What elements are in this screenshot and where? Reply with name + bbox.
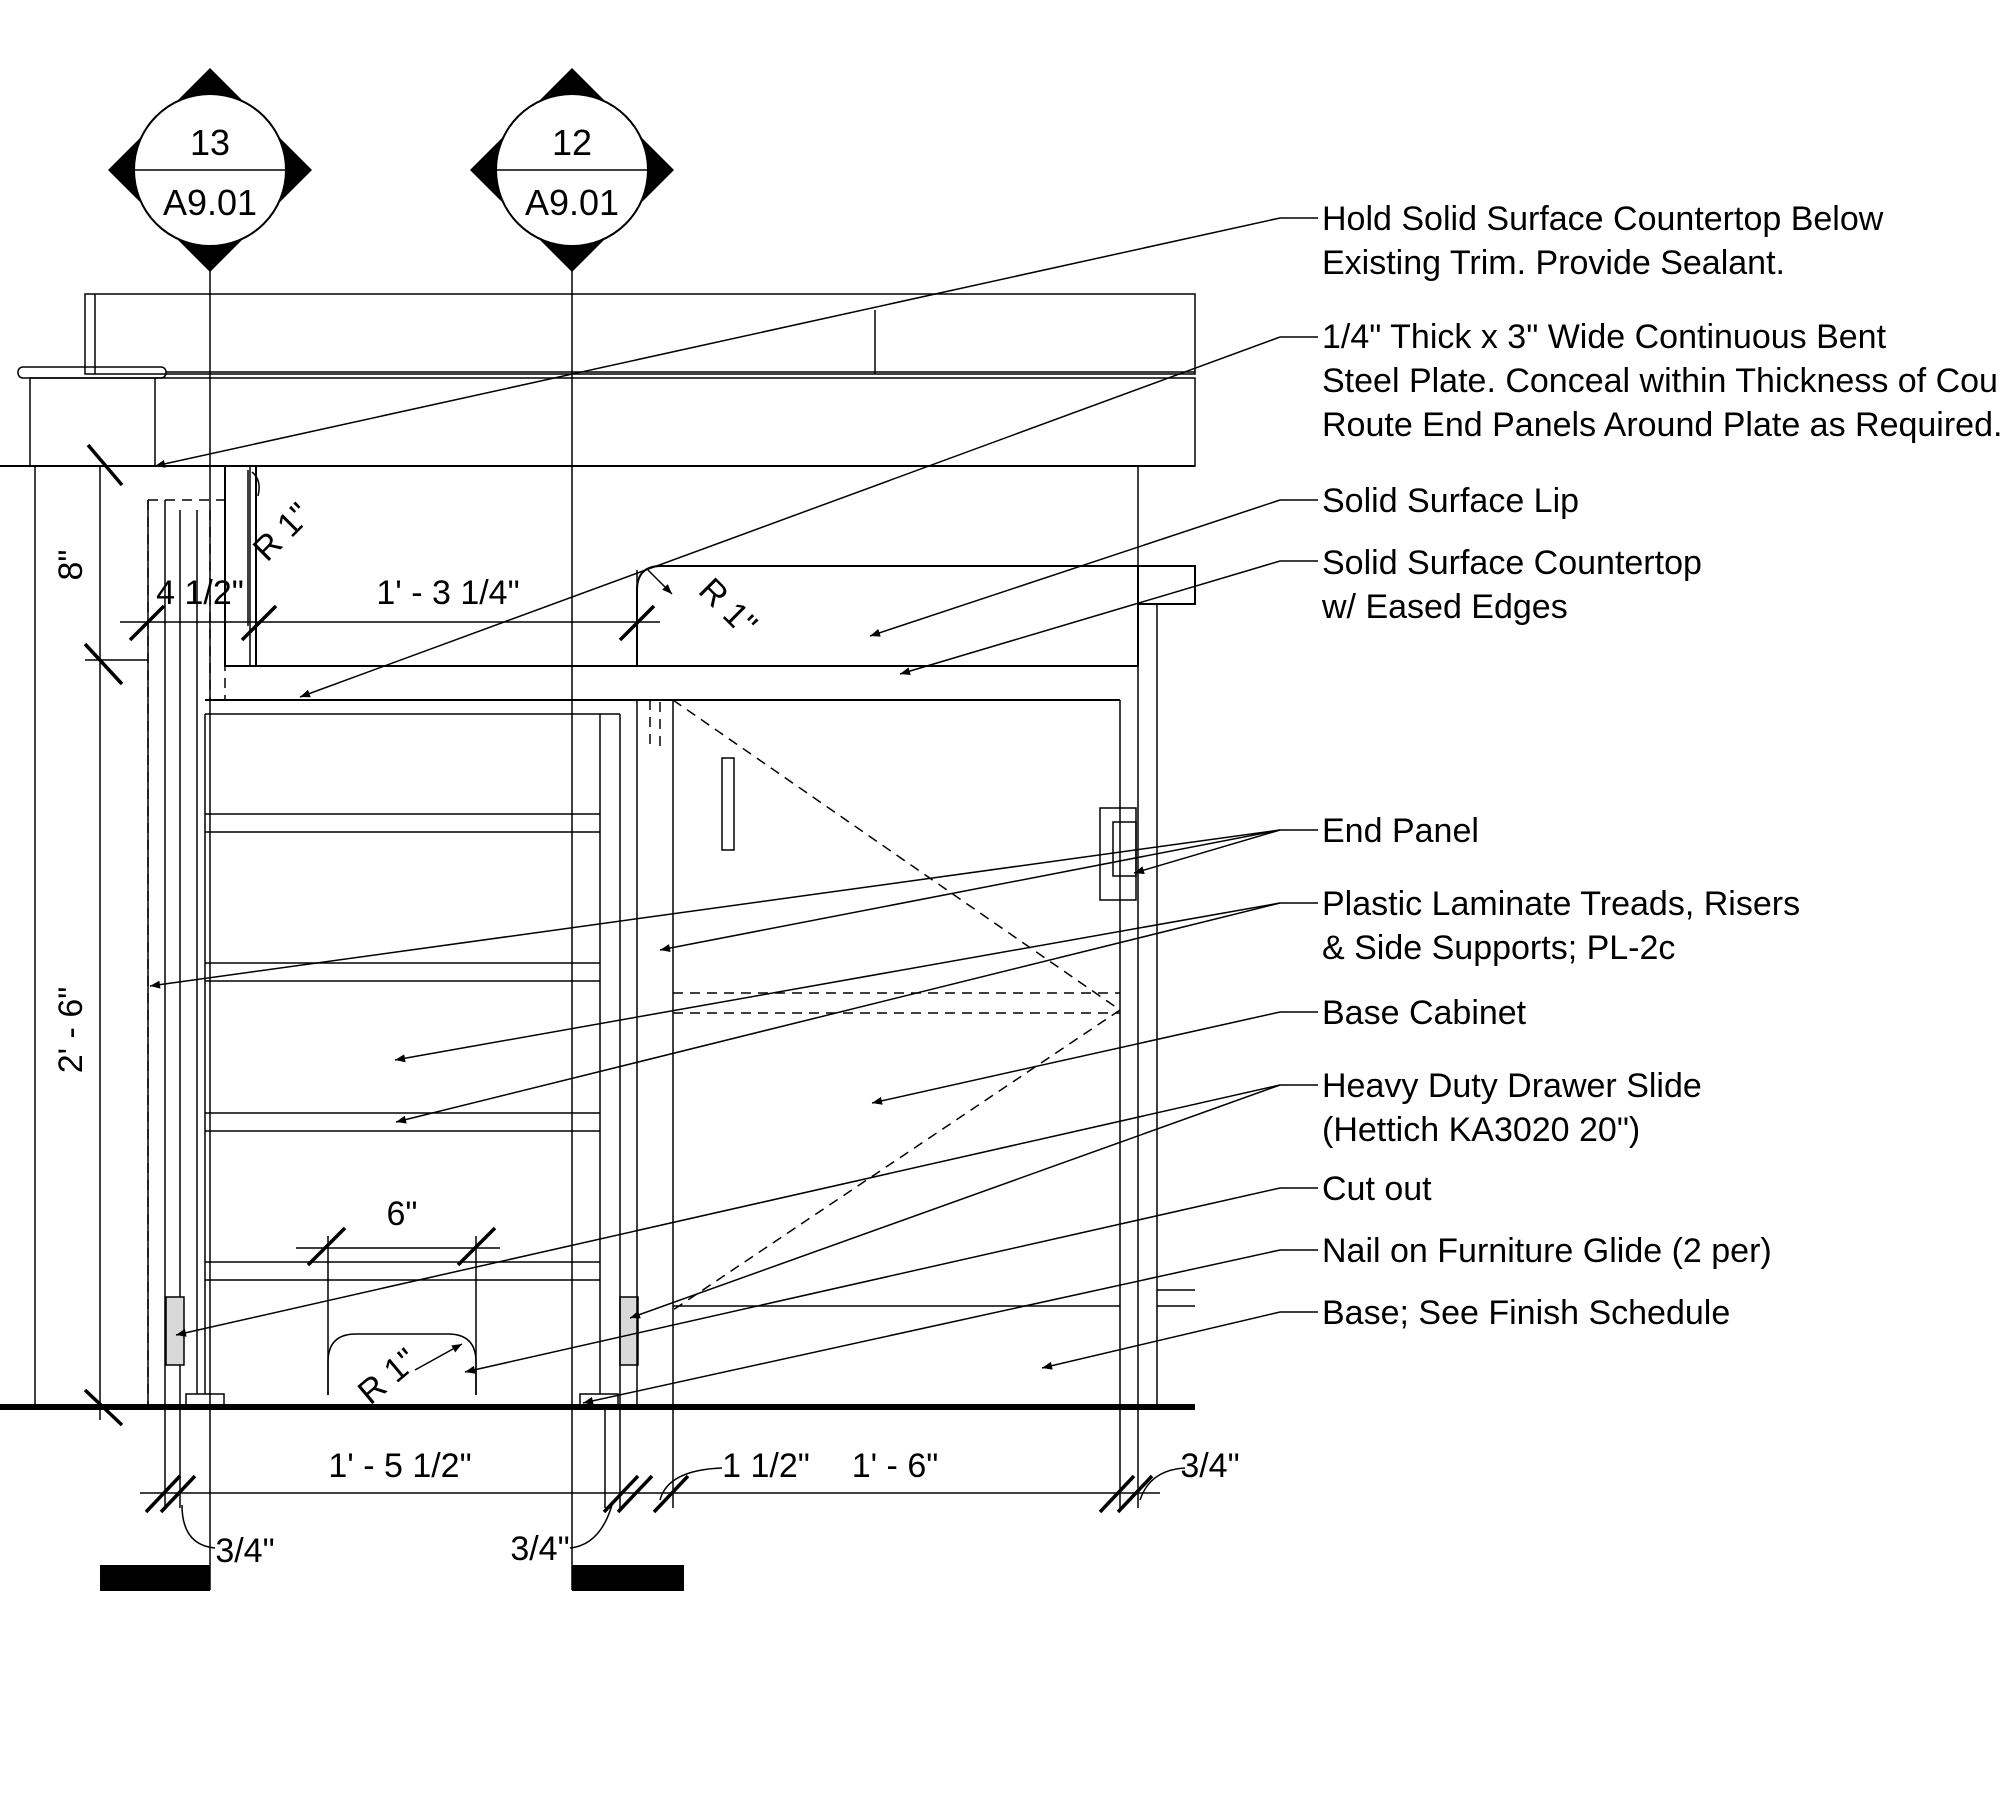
- existing-trim: [0, 293, 1196, 467]
- dimension-8in: 8": [52, 550, 90, 581]
- section-marker-12: 12 A9.01: [470, 68, 684, 1591]
- note-base-cabinet: Base Cabinet: [1322, 994, 1527, 1032]
- note-plastic-laminate-line-1: Plastic Laminate Treads, Risers: [1322, 885, 1800, 923]
- dimension-3-4in-right: 3/4": [1180, 1447, 1239, 1485]
- dimension-4-1-2in: 4 1/2": [156, 574, 244, 612]
- section-marker-12-sheet: A9.01: [525, 182, 619, 223]
- dimension-3-4in-left: 3/4": [215, 1532, 274, 1570]
- note-solid-surface-lip: Solid Surface Lip: [1322, 482, 1579, 520]
- note-hold-countertop-line-2: Existing Trim. Provide Sealant.: [1322, 244, 1785, 282]
- dimension-1ft-6in: 1' - 6": [852, 1447, 939, 1485]
- section-marker-13-sheet: A9.01: [163, 182, 257, 223]
- note-end-panel: End Panel: [1322, 812, 1479, 850]
- base-cabinet: [636, 604, 1195, 1405]
- annotations: Hold Solid Surface Countertop Below Exis…: [1321, 200, 2000, 1332]
- stairs: [185, 714, 621, 1406]
- note-countertop-line-1: Solid Surface Countertop: [1322, 544, 1702, 582]
- dimension-3-4in-mid: 3/4": [510, 1530, 569, 1568]
- dimension-1-1-2in: 1 1/2": [722, 1447, 810, 1485]
- dimension-2ft-6in: 2' - 6": [52, 987, 90, 1074]
- note-steel-plate-line-3: Route End Panels Around Plate as Require…: [1322, 406, 2000, 444]
- radius-label-3: R 1": [351, 1341, 425, 1412]
- countertop: [147, 465, 1196, 1405]
- section-marker-12-number: 12: [552, 122, 592, 163]
- note-drawer-slide-line-2: (Hettich KA3020 20"): [1322, 1111, 1640, 1149]
- note-base-finish: Base; See Finish Schedule: [1322, 1294, 1730, 1332]
- note-countertop-line-2: w/ Eased Edges: [1321, 588, 1568, 626]
- top-dimensions: 4 1/2" 1' - 3 1/4" R 1" R 1": [120, 470, 764, 644]
- section-marker-13-number: 13: [190, 122, 230, 163]
- note-cut-out: Cut out: [1322, 1170, 1432, 1208]
- note-furniture-glide: Nail on Furniture Glide (2 per): [1322, 1232, 1772, 1270]
- dimension-1ft-3-1-4in: 1' - 3 1/4": [376, 574, 519, 612]
- section-marker-13: 13 A9.01: [100, 68, 312, 1591]
- vertical-dimensions: 8" 2' - 6": [0, 443, 148, 1427]
- radius-label-2: R 1": [691, 571, 764, 644]
- note-steel-plate-line-2: Steel Plate. Conceal within Thickness of…: [1322, 362, 2000, 400]
- cutout-dimension: 6" R 1": [296, 1195, 500, 1412]
- note-steel-plate-line-1: 1/4" Thick x 3" Wide Continuous Bent: [1322, 318, 1887, 356]
- dimension-1ft-5-1-2in: 1' - 5 1/2": [328, 1447, 471, 1485]
- bottom-dimensions: 1' - 5 1/2" 1 1/2" 1' - 6" 3/4" 3/4" 3/4…: [140, 1410, 1240, 1570]
- note-drawer-slide-line-1: Heavy Duty Drawer Slide: [1322, 1067, 1702, 1105]
- leader-lines: [149, 217, 1318, 1405]
- note-hold-countertop-line-1: Hold Solid Surface Countertop Below: [1322, 200, 1884, 238]
- note-plastic-laminate-line-2: & Side Supports; PL-2c: [1322, 929, 1675, 967]
- dimension-6in: 6": [387, 1195, 418, 1233]
